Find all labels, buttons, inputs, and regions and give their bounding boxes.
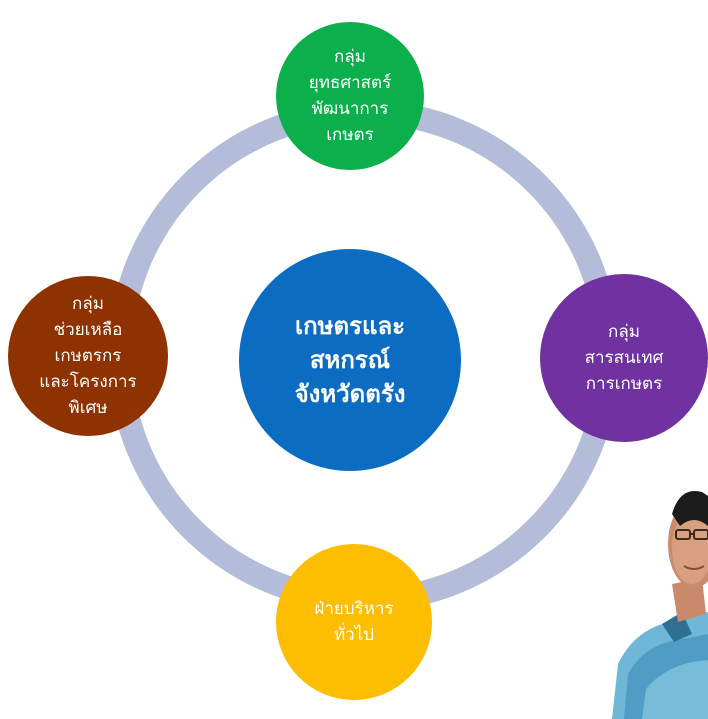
- center-line-3: จังหวัดตรัง: [294, 380, 406, 408]
- node-strategy-group: กลุ่ม ยุทธศาสตร์ พัฒนาการ เกษตร: [276, 22, 424, 170]
- node-strategy-label: กลุ่ม ยุทธศาสตร์ พัฒนาการ เกษตร: [309, 44, 391, 148]
- node-strategy-line-3: พัฒนาการ: [311, 99, 389, 119]
- node-farmer-aid-label: กลุ่ม ช่วยเหลือ เกษตรกร และโครงการ พิเศษ: [39, 291, 136, 421]
- center-node: เกษตรและ สหกรณ์ จังหวัดตรัง: [239, 249, 461, 471]
- node-general-admin-line-1: ฝ่ายบริหาร: [314, 599, 394, 619]
- node-farmer-aid-group: กลุ่ม ช่วยเหลือ เกษตรกร และโครงการ พิเศษ: [8, 276, 168, 436]
- node-farmer-aid-line-3: เกษตรกร: [54, 346, 122, 366]
- node-strategy-line-1: กลุ่ม: [334, 47, 366, 67]
- person-photo: [602, 474, 708, 719]
- person-illustration: [612, 490, 708, 719]
- node-general-admin-label: ฝ่ายบริหาร ทั่วไป: [314, 596, 393, 648]
- node-information-label: กลุ่ม สารสนเทศ การเกษตร: [585, 319, 664, 397]
- node-information-group: กลุ่ม สารสนเทศ การเกษตร: [540, 274, 708, 442]
- node-information-line-3: การเกษตร: [585, 374, 663, 394]
- node-strategy-line-4: เกษตร: [326, 125, 374, 145]
- node-farmer-aid-line-5: พิเศษ: [68, 398, 108, 418]
- node-farmer-aid-line-4: และโครงการ: [39, 372, 137, 392]
- node-general-admin-line-2: ทั่วไป: [333, 625, 375, 645]
- node-farmer-aid-line-1: กลุ่ม: [72, 294, 104, 314]
- center-node-label: เกษตรและ สหกรณ์ จังหวัดตรัง: [295, 309, 406, 411]
- node-farmer-aid-line-2: ช่วยเหลือ: [53, 320, 123, 340]
- center-line-1: เกษตรและ: [294, 312, 406, 340]
- center-line-2: สหกรณ์: [309, 346, 391, 374]
- node-information-line-2: สารสนเทศ: [584, 348, 664, 368]
- node-strategy-line-2: ยุทธศาสตร์: [308, 73, 392, 93]
- node-information-line-1: กลุ่ม: [608, 322, 640, 342]
- node-general-admin: ฝ่ายบริหาร ทั่วไป: [276, 544, 432, 700]
